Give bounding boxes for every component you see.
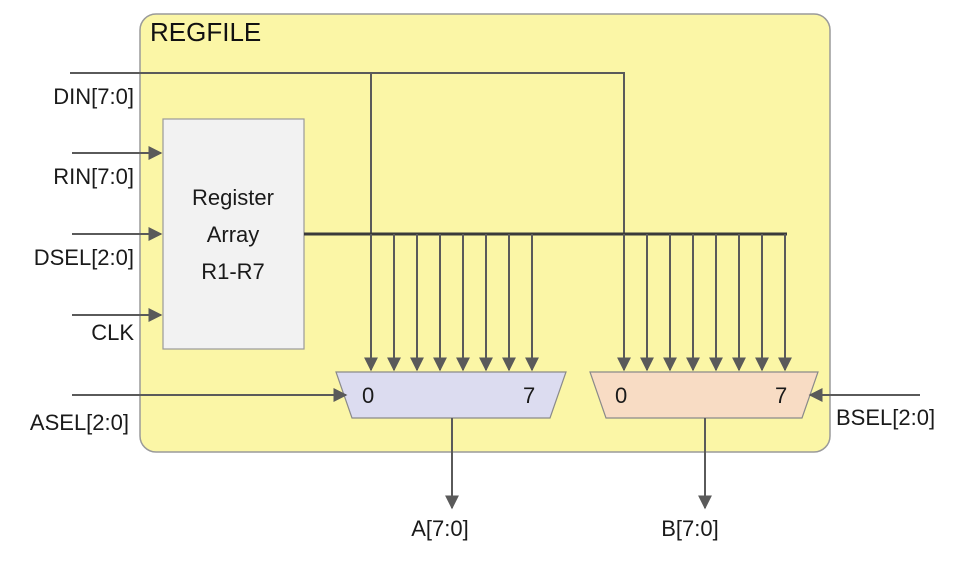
register-array-label-2: Array [207,222,260,247]
regfile-title: REGFILE [150,17,261,47]
register-array-label-1: Register [192,185,274,210]
mux-b-high-label: 7 [775,383,787,408]
mux-a [335,371,567,419]
dsel-label: DSEL[2:0] [34,245,134,270]
output-a-label: A[7:0] [411,516,468,541]
mux-a-high-label: 7 [523,383,535,408]
rin-label: RIN[7:0] [53,164,134,189]
clk-label: CLK [91,320,134,345]
bsel-label: BSEL[2:0] [836,405,935,430]
asel-label: ASEL[2:0] [30,410,129,435]
din-wire [70,72,625,234]
mux-b [589,371,819,419]
register-array-block [162,118,305,350]
register-array-label-3: R1-R7 [201,259,265,284]
din-label: DIN[7:0] [53,84,134,109]
output-b-label: B[7:0] [661,516,718,541]
mux-b-low-label: 0 [615,383,627,408]
mux-a-low-label: 0 [362,383,374,408]
